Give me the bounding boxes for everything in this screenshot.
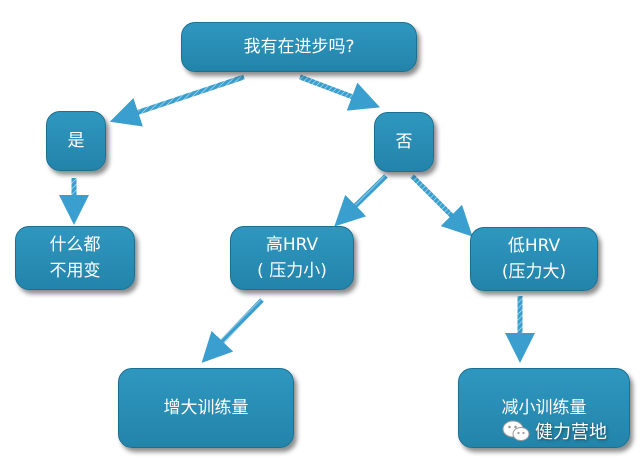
no-change-line-2: 不用变 — [49, 261, 101, 281]
question-label: 我有在进步吗? — [243, 37, 355, 57]
low-hrv-line-1: 低HRV — [507, 236, 561, 256]
no-node: 否 — [374, 112, 434, 172]
no-change-line-1: 什么都 — [49, 235, 101, 255]
arrow-root-to-yes — [109, 74, 245, 127]
yes-node: 是 — [46, 111, 106, 171]
no-label: 否 — [395, 132, 413, 152]
increase-training-label: 增大训练量 — [163, 398, 249, 418]
question-node: 我有在进步吗? — [181, 22, 417, 72]
watermark: 健力营地 — [502, 418, 607, 444]
arrow-high-to-increase — [201, 298, 264, 363]
watermark-text: 健力营地 — [535, 422, 607, 443]
yes-label: 是 — [67, 131, 85, 151]
decrease-training-node: 减小训练量 — [458, 368, 630, 448]
decrease-training-label: 减小训练量 — [501, 398, 587, 418]
low-hrv-node: 低HRV (压力大) — [470, 227, 598, 291]
no-change-node: 什么都 不用变 — [15, 226, 135, 290]
low-hrv-line-2: (压力大) — [501, 262, 567, 282]
wechat-icon — [502, 420, 530, 441]
arrow-no-to-low — [410, 174, 473, 237]
arrow-root-to-no — [299, 74, 381, 111]
increase-training-node: 增大训练量 — [118, 368, 294, 448]
high-hrv-line-1: 高HRV — [265, 235, 319, 255]
high-hrv-node: 高HRV ( 压力小) — [230, 226, 354, 290]
arrow-no-to-high — [334, 174, 388, 227]
high-hrv-line-2: ( 压力小) — [257, 261, 327, 281]
